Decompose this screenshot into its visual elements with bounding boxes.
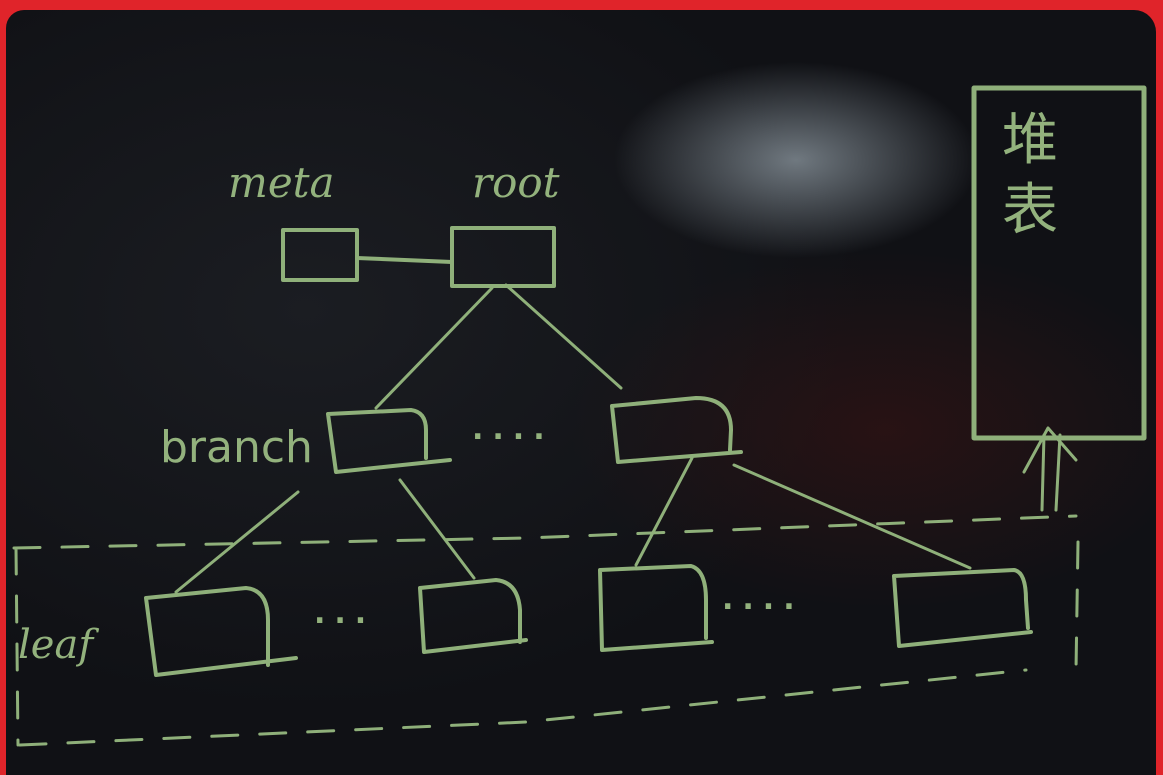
leaf-ellipsis-right: .... xyxy=(722,582,804,617)
blackboard: meta root branch leaf 堆表 .... ... .... xyxy=(6,10,1156,775)
branch-label: branch xyxy=(160,422,313,473)
btree-diagram xyxy=(12,85,1147,747)
branch-right-to-leaf4 xyxy=(732,463,972,570)
meta-page-box xyxy=(281,228,359,282)
heap-arrow xyxy=(1022,426,1078,512)
heap-table-label: 堆表 xyxy=(1002,108,1058,243)
branch-left-to-leaf2 xyxy=(398,478,476,580)
leaf-page-box-3 xyxy=(598,564,714,652)
branch-ellipsis: .... xyxy=(472,412,554,447)
meta-root-link xyxy=(355,256,454,264)
leaf-page-box-1 xyxy=(144,586,298,677)
root-left-edge xyxy=(374,286,494,410)
leaf-region-dashed-border xyxy=(12,514,1080,747)
branch-left-to-leaf1 xyxy=(174,490,300,594)
leaf-ellipsis-left: ... xyxy=(314,596,376,631)
leaf-page-box-4 xyxy=(892,568,1033,648)
branch-page-box-left xyxy=(326,408,452,474)
leaf-label: leaf xyxy=(18,622,94,668)
branch-page-box-right xyxy=(610,396,743,464)
root-page-box xyxy=(450,226,556,288)
root-right-edge xyxy=(504,283,623,390)
meta-label: meta xyxy=(228,158,335,207)
branch-right-to-leaf3 xyxy=(634,456,694,567)
leaf-page-box-2 xyxy=(418,578,528,654)
root-label: root xyxy=(472,158,560,207)
